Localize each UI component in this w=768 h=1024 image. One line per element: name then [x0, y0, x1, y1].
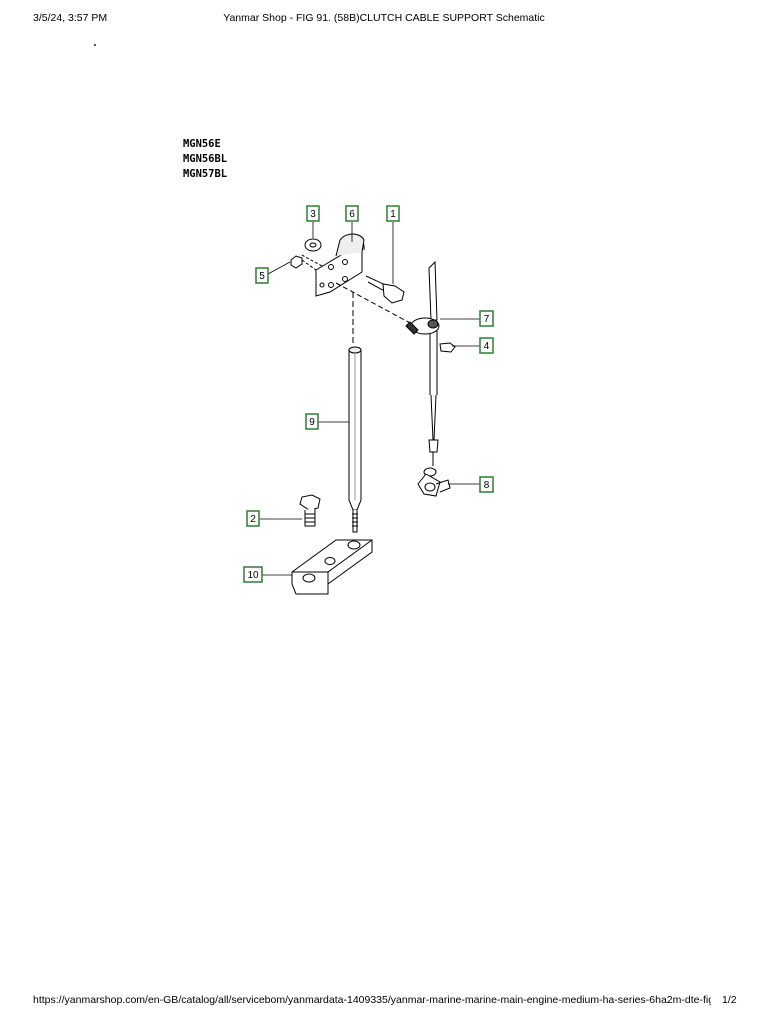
svg-text:10: 10	[247, 570, 259, 581]
washer	[304, 238, 322, 252]
callout-1: 1	[386, 205, 400, 222]
nut	[290, 255, 303, 269]
swivel-joint	[417, 467, 451, 497]
callout-8: 8	[479, 476, 494, 493]
washer-hole	[309, 242, 317, 248]
callout-5: 5	[255, 267, 269, 284]
model-list: MGN56E MGN56BL MGN57BL	[183, 136, 227, 181]
callout-4: 4	[479, 337, 494, 354]
svg-text:1: 1	[390, 209, 396, 220]
print-date: 3/5/24, 3:57 PM	[33, 12, 108, 24]
svg-text:6: 6	[349, 209, 355, 220]
model-label: MGN57BL	[183, 167, 228, 180]
stray-dot	[94, 44, 96, 46]
callout-6: 6	[345, 205, 359, 222]
callout-2: 2	[246, 510, 260, 527]
callout-7: 7	[479, 310, 494, 327]
svg-text:2: 2	[250, 514, 256, 525]
svg-text:3: 3	[310, 209, 316, 220]
support-bracket	[315, 233, 365, 297]
svg-text:5: 5	[259, 271, 265, 282]
base-bolt	[299, 494, 321, 527]
leader-lines	[259, 222, 480, 576]
svg-text:4: 4	[484, 341, 490, 352]
callout-9: 9	[305, 413, 319, 430]
source-url: https://yanmarshop.com/en-GB/catalog/all…	[33, 994, 711, 1006]
callouts: 3 6 1 5 7 4 9 8 2 10	[243, 205, 494, 583]
model-label: MGN56BL	[183, 152, 228, 165]
svg-text:9: 9	[309, 417, 315, 428]
callout-3: 3	[306, 205, 320, 222]
svg-text:8: 8	[484, 480, 490, 491]
clamp-screw	[439, 342, 456, 353]
model-label: MGN56E	[183, 137, 221, 150]
support-rod	[348, 346, 362, 533]
bracket-bolt	[365, 275, 405, 304]
base-plate	[291, 539, 373, 595]
page-title: Yanmar Shop - FIG 91. (58B)CLUTCH CABLE …	[223, 12, 545, 24]
page-number: 1/2	[722, 994, 737, 1006]
cable-clamp	[405, 317, 440, 335]
svg-text:7: 7	[484, 314, 490, 325]
clutch-cable	[428, 260, 439, 466]
callout-10: 10	[243, 566, 263, 583]
